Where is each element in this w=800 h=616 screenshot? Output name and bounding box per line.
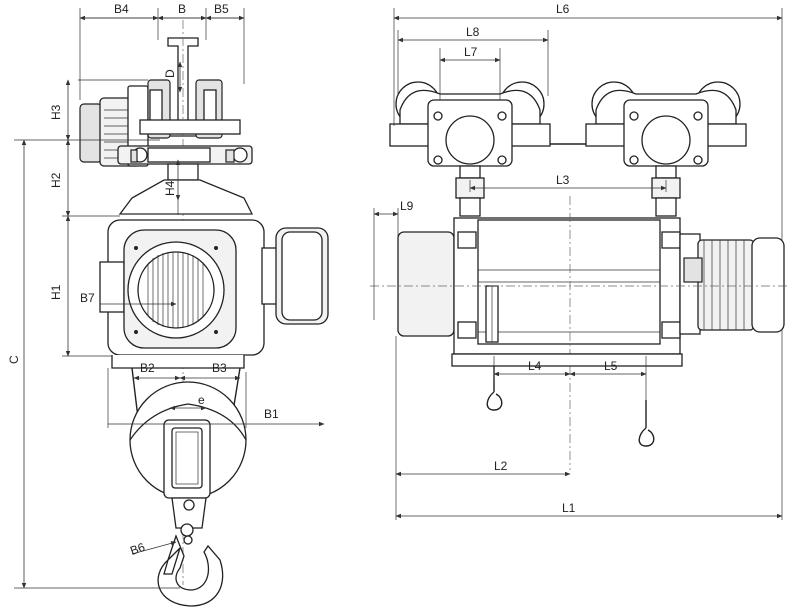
dim-label-H3: H3 bbox=[49, 104, 63, 120]
dim-label-B2: B2 bbox=[140, 361, 155, 375]
dim-label-H4: H4 bbox=[163, 180, 177, 196]
dim-label-D: D bbox=[163, 69, 177, 78]
trolley-right bbox=[585, 81, 747, 217]
trolley-assembly bbox=[79, 79, 253, 181]
front-view: L6 L8 L7 L3 L9 L4 L5 L2 L1 bbox=[370, 2, 790, 520]
dim-label-L6: L6 bbox=[556, 2, 570, 16]
hooks-front bbox=[486, 366, 655, 447]
trolley-left bbox=[389, 81, 551, 217]
hoist-housing bbox=[99, 219, 329, 369]
pulley-block bbox=[129, 381, 247, 537]
dim-label-e: e bbox=[198, 393, 205, 407]
hook bbox=[157, 534, 224, 607]
dim-label-B3: B3 bbox=[212, 361, 227, 375]
dim-label-B1: B1 bbox=[264, 407, 279, 421]
dim-label-B7: B7 bbox=[80, 291, 95, 305]
dim-label-L1: L1 bbox=[562, 501, 576, 515]
dim-label-B: B bbox=[178, 2, 186, 16]
dim-label-L7: L7 bbox=[464, 45, 478, 59]
dim-label-H1: H1 bbox=[49, 284, 63, 300]
dim-label-B5: B5 bbox=[214, 2, 229, 16]
dim-label-L4: L4 bbox=[528, 359, 542, 373]
dim-label-B4: B4 bbox=[114, 2, 129, 16]
dim-label-L2: L2 bbox=[494, 459, 508, 473]
dim-label-L5: L5 bbox=[604, 359, 618, 373]
side-view: B4 B B5 D H3 H2 H4 H1 C B7 B2 B3 e B1 B6 bbox=[7, 2, 329, 607]
dim-label-L9: L9 bbox=[400, 199, 414, 213]
hoist-body-front bbox=[370, 196, 790, 470]
dim-label-C: C bbox=[7, 355, 21, 364]
dim-label-B6: B6 bbox=[128, 540, 147, 558]
top-cover bbox=[118, 179, 254, 215]
dim-label-L8: L8 bbox=[466, 25, 480, 39]
dim-label-L3: L3 bbox=[556, 173, 570, 187]
dim-label-H2: H2 bbox=[49, 172, 63, 188]
